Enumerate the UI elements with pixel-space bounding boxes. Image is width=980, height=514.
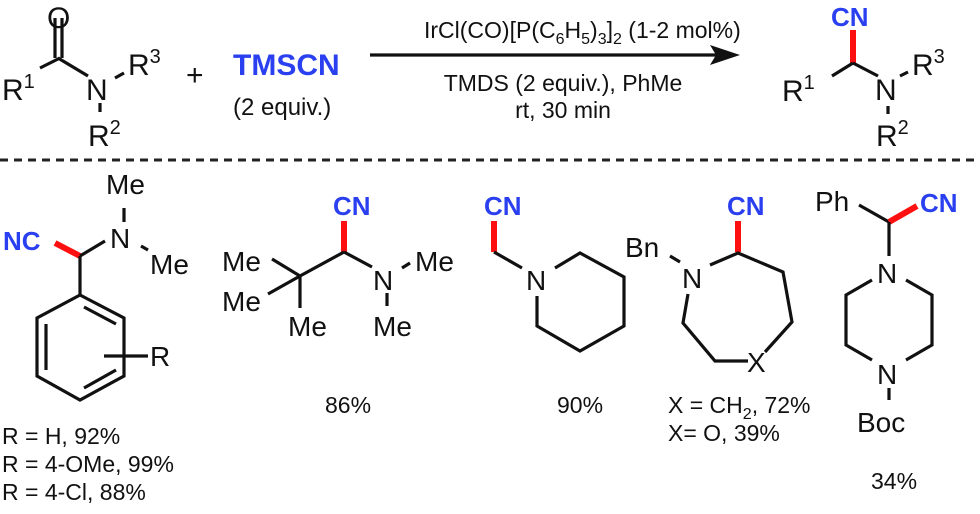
yield-line-2: X= O, 39%: [668, 420, 780, 446]
boc-label: Boc: [857, 407, 905, 438]
ph-label: Ph: [815, 186, 849, 217]
n-label: N: [682, 263, 702, 294]
conditions-line-3: rt, 30 min: [515, 97, 611, 123]
yield-line-2: R = 4-OMe, 99%: [2, 451, 174, 477]
example-tert-butyl: CN Me Me Me N Me Me 86%: [222, 191, 454, 418]
cn-label: CN: [920, 188, 958, 218]
yield-line-3: R = 4-Cl, 88%: [2, 479, 146, 505]
n-label: N: [110, 223, 130, 254]
example-piperazine: Ph CN N N Boc 34%: [815, 186, 958, 494]
yield-label: 34%: [871, 468, 917, 494]
product-r3-label: R3: [912, 46, 945, 82]
reagent-tmscn: TMSCN (2 equiv.): [233, 49, 340, 121]
reagent-equiv: (2 equiv.): [233, 94, 331, 121]
reagent-name: TMSCN: [233, 49, 340, 82]
me-label-1: Me: [106, 169, 145, 200]
n-label: N: [373, 265, 393, 296]
nc-label: NC: [3, 226, 41, 256]
catalyst-label: IrCl(CO)[P(C6H5)3]2 (1-2 mol%): [424, 17, 741, 48]
r1-label: R1: [2, 71, 35, 107]
me-label-4: Me: [415, 246, 454, 277]
reaction-arrow: [370, 45, 740, 65]
product-r1-label: R1: [782, 72, 815, 108]
me-label-3: Me: [288, 311, 327, 342]
cn-label: CN: [727, 191, 765, 221]
product-nitrogen-label: N: [875, 74, 897, 107]
example-piperidine: CN N 90%: [484, 191, 626, 418]
nitrogen-label: N: [86, 74, 108, 107]
product-aminonitrile: CN R1 N R3 R2: [782, 2, 945, 153]
plus-sign: +: [186, 59, 204, 92]
r-substituent-label: R: [150, 341, 170, 372]
yield-line-1: X = CH2, 72%: [668, 392, 811, 423]
me-label-5: Me: [373, 311, 412, 342]
product-r2-label: R2: [876, 117, 909, 153]
yield-label: 90%: [557, 392, 603, 418]
me-label-2: Me: [150, 249, 189, 280]
n-label: N: [526, 265, 546, 296]
conditions-line-2: TMDS (2 equiv.), PhMe: [444, 70, 683, 96]
yield-line-1: R = H, 92%: [2, 423, 120, 449]
r3-label: R3: [128, 46, 161, 82]
cn-label: CN: [484, 191, 522, 221]
r2-label: R2: [88, 117, 121, 153]
n-label-1: N: [877, 258, 897, 289]
product-cn-label: CN: [831, 2, 869, 32]
bn-label: Bn: [625, 232, 659, 263]
n-label-2: N: [877, 359, 897, 390]
example-azepane: Bn N CN X X = CH2, 72% X= O, 39%: [625, 191, 811, 446]
example-benzylic: NC Me N Me R R = H, 92% R = 4-OMe, 99% R…: [2, 169, 189, 505]
yield-label: 86%: [325, 392, 371, 418]
cn-label: CN: [333, 191, 371, 221]
substrate-amide: O N R1 R3 R2: [2, 2, 161, 153]
oxygen-label: O: [47, 2, 70, 35]
me-label-1: Me: [222, 246, 261, 277]
me-label-2: Me: [222, 286, 261, 317]
x-label: X: [747, 347, 766, 378]
